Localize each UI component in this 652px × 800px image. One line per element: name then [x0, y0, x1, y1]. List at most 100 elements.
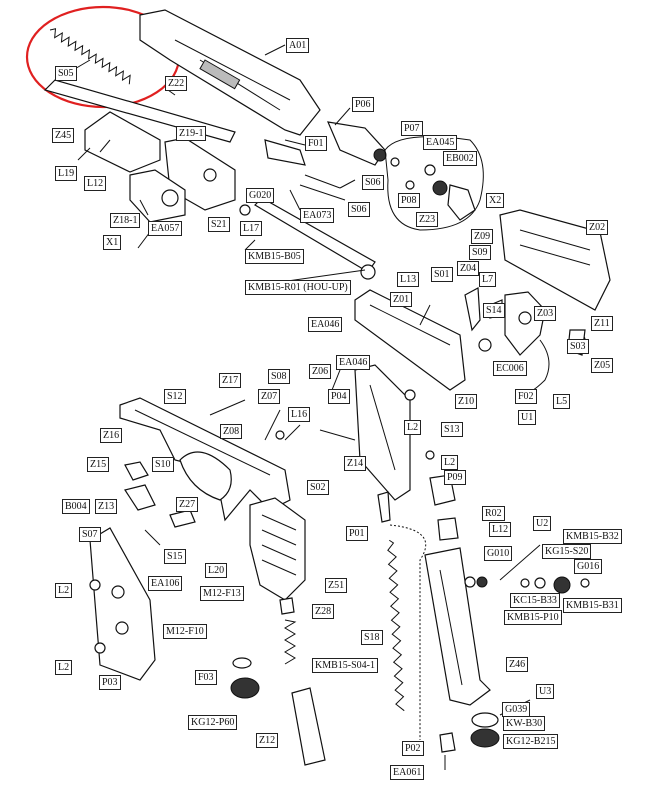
label-Z51: Z51	[325, 578, 348, 593]
label-EA045: EA045	[423, 135, 458, 150]
label-S03: S03	[567, 339, 589, 354]
label-P06: P06	[352, 97, 374, 112]
label-KG12-P60: KG12-P60	[188, 715, 238, 730]
label-G039: G039	[502, 702, 531, 717]
label-EA046b: EA046	[336, 355, 371, 370]
label-S05: S05	[55, 66, 77, 81]
grip-panel-left	[89, 527, 156, 681]
label-EA057: EA057	[148, 221, 183, 236]
label-L16: L16	[288, 407, 311, 422]
label-S09: S09	[469, 245, 491, 260]
label-Z09: Z09	[471, 229, 494, 244]
label-S12: S12	[164, 389, 186, 404]
label-S15: S15	[164, 549, 186, 564]
label-KG12-B215: KG12-B215	[503, 734, 559, 749]
label-EC006: EC006	[493, 361, 527, 376]
label-Z18-1: Z18-1	[110, 213, 141, 228]
label-Z45: Z45	[52, 128, 75, 143]
label-EA073: EA073	[300, 208, 335, 223]
label-EA106: EA106	[148, 576, 183, 591]
label-Z13: Z13	[95, 499, 118, 514]
label-U1: U1	[518, 410, 537, 425]
label-L2a: L2	[404, 420, 422, 435]
label-Z46: Z46	[506, 657, 529, 672]
nozzle	[327, 121, 387, 166]
label-P07: P07	[401, 121, 423, 136]
label-F03: F03	[195, 670, 217, 685]
label-Z22: Z22	[165, 76, 188, 91]
label-Z05: Z05	[591, 358, 614, 373]
label-L19: L19	[55, 166, 78, 181]
magazine	[424, 547, 491, 706]
label-KW-B30: KW-B30	[503, 716, 546, 731]
label-L20: L20	[205, 563, 228, 578]
label-S14: S14	[483, 303, 505, 318]
label-L2c: L2	[55, 583, 73, 598]
label-Z03: Z03	[534, 306, 557, 321]
label-EA061: EA061	[390, 765, 425, 780]
label-Z28: Z28	[312, 604, 335, 619]
grip-body	[249, 497, 306, 601]
label-S01: S01	[431, 267, 453, 282]
label-Z02: Z02	[586, 220, 609, 235]
label-L2d: L2	[55, 660, 73, 675]
label-F02: F02	[515, 389, 537, 404]
label-S06b: S06	[348, 202, 370, 217]
label-Z04: Z04	[457, 261, 480, 276]
label-KMB15-B32: KMB15-B32	[563, 529, 622, 544]
label-G020: G020	[246, 188, 275, 203]
label-L7: L7	[479, 272, 497, 287]
label-L2b: L2	[441, 455, 459, 470]
label-Z07: Z07	[258, 389, 281, 404]
label-Z23: Z23	[416, 212, 439, 227]
label-S18: S18	[361, 630, 383, 645]
label-P04: P04	[328, 389, 350, 404]
label-Z01: Z01	[390, 292, 413, 307]
label-Z06: Z06	[309, 364, 332, 379]
label-Z08: Z08	[220, 424, 243, 439]
label-L5: L5	[553, 394, 571, 409]
label-KC15-B33: KC15-B33	[510, 593, 560, 608]
label-R02: R02	[482, 506, 505, 521]
label-S06a: S06	[362, 175, 384, 190]
label-S02: S02	[307, 480, 329, 495]
recoil-spring	[49, 28, 131, 85]
label-L13: L13	[397, 272, 420, 287]
label-Z16: Z16	[100, 428, 123, 443]
label-Z12: Z12	[256, 733, 279, 748]
label-Z14: Z14	[344, 456, 367, 471]
label-P09: P09	[444, 470, 466, 485]
label-S21: S21	[208, 217, 230, 232]
label-Z17: Z17	[219, 373, 242, 388]
label-P03: P03	[99, 675, 121, 690]
label-S08: S08	[268, 369, 290, 384]
label-KMB15-R01: KMB15-R01 (HOU-UP)	[245, 280, 351, 295]
label-S13: S13	[441, 422, 463, 437]
label-Z10: Z10	[455, 394, 478, 409]
label-S07: S07	[79, 527, 101, 542]
label-P01: P01	[346, 526, 368, 541]
label-F01: F01	[305, 136, 327, 151]
label-KMB15-S04-1: KMB15-S04-1	[312, 658, 379, 673]
label-Z11: Z11	[591, 316, 613, 331]
label-G010: G010	[484, 546, 513, 561]
label-S10: S10	[152, 457, 174, 472]
label-Z19-1: Z19-1	[176, 126, 207, 141]
label-P02: P02	[402, 741, 424, 756]
slide	[139, 9, 321, 136]
hammer-spring	[387, 539, 405, 712]
label-KMB15-B05: KMB15-B05	[245, 249, 304, 264]
label-KMB15-B31: KMB15-B31	[563, 598, 622, 613]
label-Z27: Z27	[176, 497, 199, 512]
label-X2: X2	[486, 193, 505, 208]
label-P08: P08	[398, 193, 420, 208]
label-EA046a: EA046	[308, 317, 343, 332]
label-KG15-S20: KG15-S20	[542, 544, 592, 559]
label-EB002: EB002	[443, 151, 477, 166]
label-A01: A01	[286, 38, 310, 53]
label-L12b: L12	[489, 522, 512, 537]
label-KMB15-P10: KMB15-P10	[504, 610, 562, 625]
label-B004: B004	[62, 499, 90, 514]
